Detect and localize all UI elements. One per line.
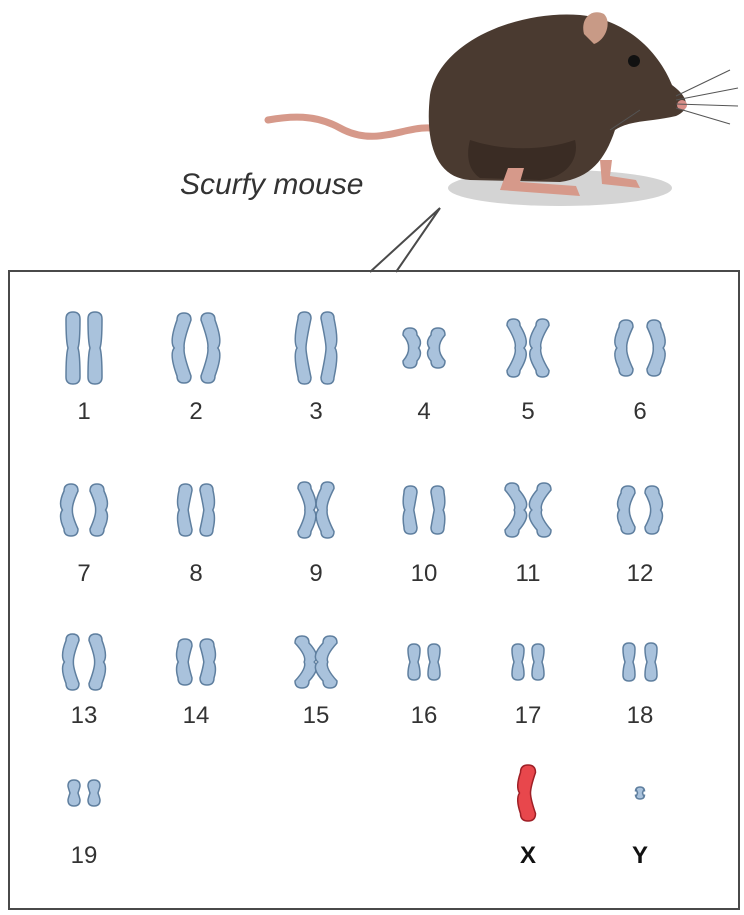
chromosome-pair-X	[518, 765, 536, 821]
chromosome-label-14: 14	[156, 702, 236, 730]
chromosome-15-a	[295, 636, 317, 688]
chromosome-pair-1	[66, 312, 102, 384]
chromosome-pair-10	[403, 486, 445, 534]
chromosome-pair-6	[615, 320, 665, 376]
chromosome-3-b	[321, 312, 337, 384]
chromosome-label-13: 13	[44, 702, 124, 730]
chromosome-5-a	[507, 319, 526, 377]
chromosome-7-a	[61, 484, 78, 536]
chromosome-label-2: 2	[156, 398, 236, 426]
chromosome-2-a	[172, 313, 191, 383]
chromosome-1-a	[66, 312, 80, 384]
chromosome-13-a	[63, 634, 79, 690]
chromosome-pair-18	[623, 643, 657, 681]
chromosome-19-a	[68, 780, 80, 806]
chromosome-label-1: 1	[44, 398, 124, 426]
chromosome-3-a	[295, 312, 311, 384]
chromosome-8-a	[178, 484, 192, 536]
chromosome-10-a	[403, 486, 417, 534]
chromosome-8-b	[200, 484, 214, 536]
chromosome-label-19: 19	[44, 842, 124, 870]
chromosome-label-3: 3	[276, 398, 356, 426]
chromosome-4-b	[428, 328, 445, 368]
chromosome-pair-3	[295, 312, 337, 384]
chromosome-19-b	[88, 780, 100, 806]
chromosome-17-a	[512, 644, 524, 680]
chromosome-18-b	[645, 643, 657, 681]
chromosome-4-a	[403, 328, 420, 368]
chromosome-11-a	[505, 483, 527, 537]
chromosome-label-12: 12	[600, 560, 680, 588]
chromosome-pair-17	[512, 644, 544, 680]
chromosome-6-a	[615, 320, 633, 376]
chromosome-Y	[636, 787, 645, 799]
chromosome-pair-14	[177, 639, 216, 685]
chromosome-label-18: 18	[600, 702, 680, 730]
chromosome-16-b	[428, 644, 440, 680]
chromosome-12-b	[645, 486, 662, 534]
chromosome-13-b	[89, 634, 105, 690]
chromosome-18-a	[623, 643, 635, 681]
chromosome-label-Y: Y	[600, 842, 680, 870]
chromosome-9-b	[316, 482, 334, 538]
chromosome-pair-15	[295, 636, 337, 688]
chromosome-10-b	[431, 486, 445, 534]
chromosome-pair-19	[68, 780, 100, 806]
chromosome-5-b	[530, 319, 549, 377]
chromosome-pair-5	[507, 319, 549, 377]
chromosome-label-7: 7	[44, 560, 124, 588]
chromosome-11-b	[529, 483, 551, 537]
chromosome-label-15: 15	[276, 702, 356, 730]
chromosome-14-a	[177, 639, 192, 685]
chromosome-9-a	[298, 482, 316, 538]
chromosome-label-17: 17	[488, 702, 568, 730]
chromosome-14-b	[200, 639, 215, 685]
chromosome-label-16: 16	[384, 702, 464, 730]
chromosome-label-10: 10	[384, 560, 464, 588]
chromosome-1-b	[88, 312, 102, 384]
chromosome-7-b	[90, 484, 107, 536]
chromosome-label-6: 6	[600, 398, 680, 426]
chromosome-pair-12	[618, 486, 663, 534]
chromosome-pair-13	[63, 634, 106, 690]
chromosome-label-9: 9	[276, 560, 356, 588]
chromosome-X	[518, 765, 536, 821]
chromosome-label-5: 5	[488, 398, 568, 426]
chromosome-6-b	[647, 320, 665, 376]
chromosome-pair-16	[408, 644, 440, 680]
chromosome-pair-Y	[636, 787, 645, 799]
chromosome-label-11: 11	[488, 560, 568, 588]
chromosome-12-a	[618, 486, 635, 534]
chromosome-label-8: 8	[156, 560, 236, 588]
chromosome-pair-4	[403, 328, 445, 368]
chromosome-label-X: X	[488, 842, 568, 870]
chromosome-16-a	[408, 644, 420, 680]
chromosome-pair-2	[172, 313, 220, 383]
chromosome-label-4: 4	[384, 398, 464, 426]
chromosome-15-b	[315, 636, 337, 688]
chromosome-17-b	[532, 644, 544, 680]
chromosome-pair-8	[178, 484, 215, 536]
chromosome-pair-11	[505, 483, 551, 537]
chromosome-pair-7	[61, 484, 108, 536]
chromosome-pair-9	[298, 482, 334, 538]
chromosome-2-b	[201, 313, 220, 383]
